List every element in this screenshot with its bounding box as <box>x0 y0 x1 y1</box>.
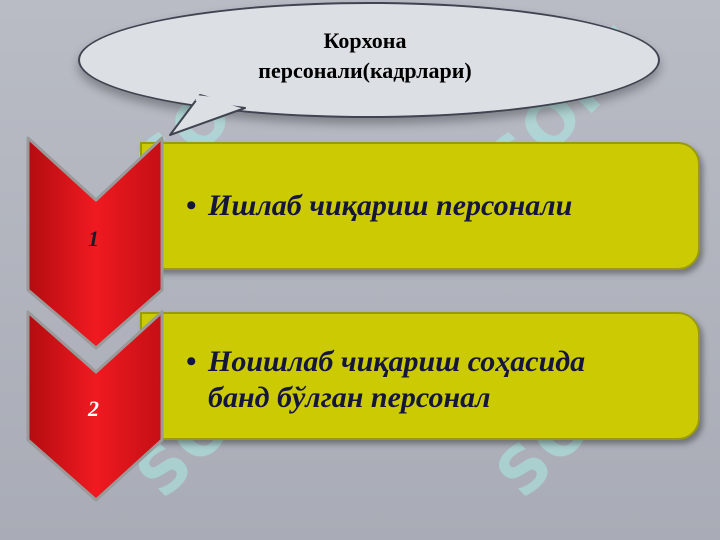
chevron-2 <box>26 310 164 502</box>
chevron-1 <box>26 136 164 350</box>
callout-bubble <box>78 2 660 118</box>
list-item-line1: Ишлаб чиқариш персонали <box>208 189 573 222</box>
list-item-bar: • Ноишлаб чиқариш соҳасида банд бўлган пе… <box>140 312 700 440</box>
step-number-1: 1 <box>88 226 99 251</box>
callout-title-line1: Корхона <box>323 28 407 53</box>
callout-title: Корхона персонали(кадрлари) <box>190 26 540 86</box>
list-item-line1: Ноишлаб чиқариш соҳасида <box>208 345 586 378</box>
bullet: • <box>186 189 197 222</box>
list-item-text: • Ишлаб чиқариш персонали <box>186 188 572 224</box>
list-item-bar: • Ишлаб чиқариш персонали <box>140 142 700 270</box>
step-number-2: 2 <box>88 396 99 421</box>
list-item-text: • Ноишлаб чиқариш соҳасида банд бўлган пе… <box>186 344 585 416</box>
callout-title-line2: персонали(кадрлари) <box>258 58 472 83</box>
bullet: • <box>186 345 197 378</box>
list-item-line2: банд бўлган персонал <box>208 381 491 414</box>
